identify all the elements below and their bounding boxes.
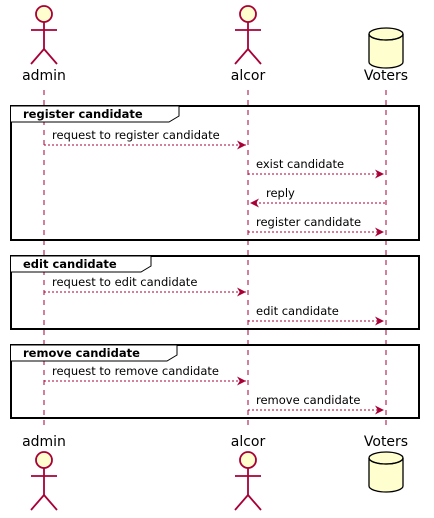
fragment-tab — [11, 255, 152, 273]
message-alcor-to-voters: edit candidate — [248, 304, 384, 326]
participant-label-admin-top: admin — [22, 68, 66, 84]
fragment-label: remove candidate — [23, 346, 140, 360]
participant-label-admin-bottom: admin — [22, 434, 66, 450]
message-label: exist candidate — [256, 157, 344, 171]
message-label: register candidate — [256, 215, 361, 229]
messages: request to register candidate exist candi… — [44, 128, 385, 415]
message-label: request to edit candidate — [52, 275, 197, 289]
fragments: register candidate edit candidate remove c… — [10, 105, 420, 419]
fragment-label: edit candidate — [23, 257, 117, 271]
message-label: request to register candidate — [52, 128, 220, 142]
actor-icon — [30, 451, 58, 511]
message-admin-to-alcor: request to remove candidate — [44, 364, 246, 386]
message-label: remove candidate — [256, 393, 360, 407]
message-admin-to-alcor: request to edit candidate — [44, 275, 246, 297]
fragment-frame: remove candidate — [10, 344, 420, 419]
message-alcor-to-voters: remove candidate — [248, 393, 384, 415]
message-alcor-to-voters: exist candidate — [248, 157, 384, 179]
participant-label-voters-bottom: Voters — [364, 434, 408, 450]
message-label: request to remove candidate — [52, 364, 219, 378]
message-alcor-to-voters: register candidate — [248, 215, 384, 237]
participant-label-alcor-top: alcor — [231, 68, 266, 84]
database-icon — [368, 451, 404, 493]
fragment-border — [10, 344, 420, 419]
actor-icon — [234, 451, 262, 511]
fragment-frame: edit candidate — [10, 255, 420, 330]
fragment-tab — [11, 105, 180, 123]
fragment-frame: register candidate — [10, 105, 420, 241]
actor-icon — [30, 5, 58, 65]
message-voters-to-alcor: reply — [250, 186, 385, 208]
participant-label-alcor-bottom: alcor — [231, 434, 266, 450]
fragment-border — [10, 255, 420, 330]
fragment-label: register candidate — [23, 107, 143, 121]
message-label: reply — [266, 186, 295, 200]
fragment-tab — [11, 344, 178, 362]
message-label: edit candidate — [256, 304, 339, 318]
message-admin-to-alcor: request to register candidate — [44, 128, 246, 150]
actor-icon — [234, 5, 262, 65]
fragment-border — [10, 105, 420, 241]
database-icon — [368, 27, 404, 69]
participant-label-voters-top: Voters — [364, 68, 408, 84]
